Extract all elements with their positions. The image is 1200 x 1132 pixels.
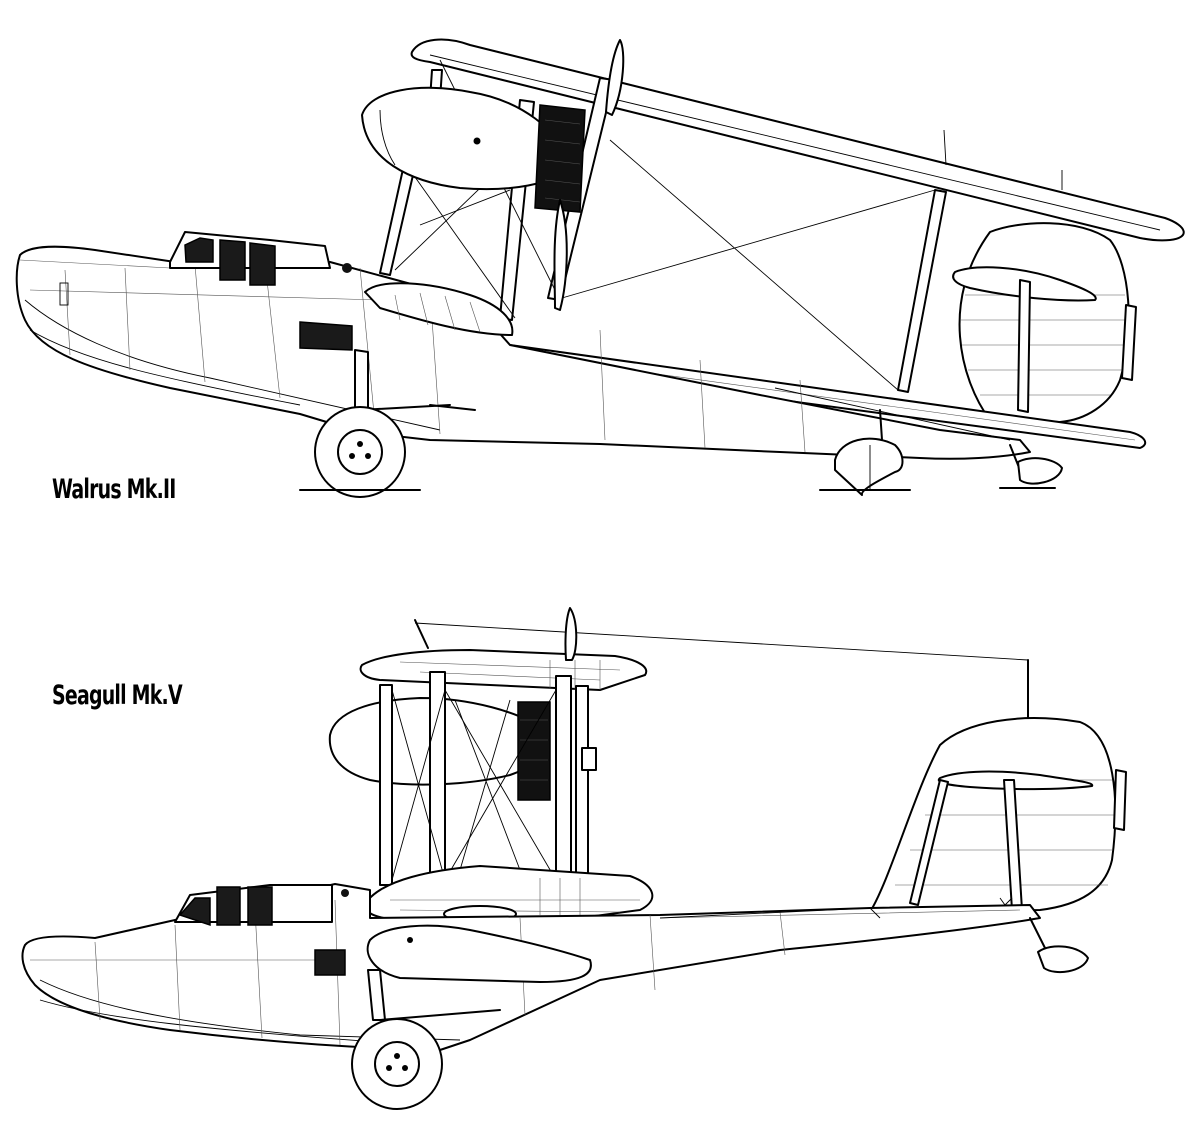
walrus-aircraft	[15, 38, 1185, 498]
seagull-bracing-wires	[391, 689, 557, 881]
walrus-engine-nacelle	[361, 86, 586, 213]
seagull-sponson	[366, 924, 592, 983]
walrus-landing-gear	[299, 349, 476, 498]
seagull-cockpit-canopy	[174, 884, 349, 976]
seagull-upper-wing	[359, 649, 648, 691]
walrus-wing-float	[819, 409, 911, 496]
seagull-propeller	[564, 607, 578, 661]
seagull-landing-gear	[351, 969, 501, 1110]
walrus-tail-wheel	[999, 444, 1063, 489]
seagull-lower-wing	[364, 865, 654, 923]
seagull-tailplane	[937, 770, 1094, 791]
seagull-tail-fin	[869, 717, 1127, 913]
seagull-caption: Seagull Mk.V	[52, 680, 183, 711]
seagull-tail-wheel	[1029, 917, 1089, 974]
walrus-caption: Walrus Mk.II	[52, 474, 176, 505]
walrus-tail-fin	[958, 222, 1137, 423]
walrus-hull	[15, 245, 1031, 460]
seagull-aircraft	[21, 607, 1127, 1110]
walrus-propeller	[605, 39, 625, 116]
walrus-cockpit-canopy	[59, 231, 353, 351]
walrus-gun-ring	[364, 282, 514, 336]
